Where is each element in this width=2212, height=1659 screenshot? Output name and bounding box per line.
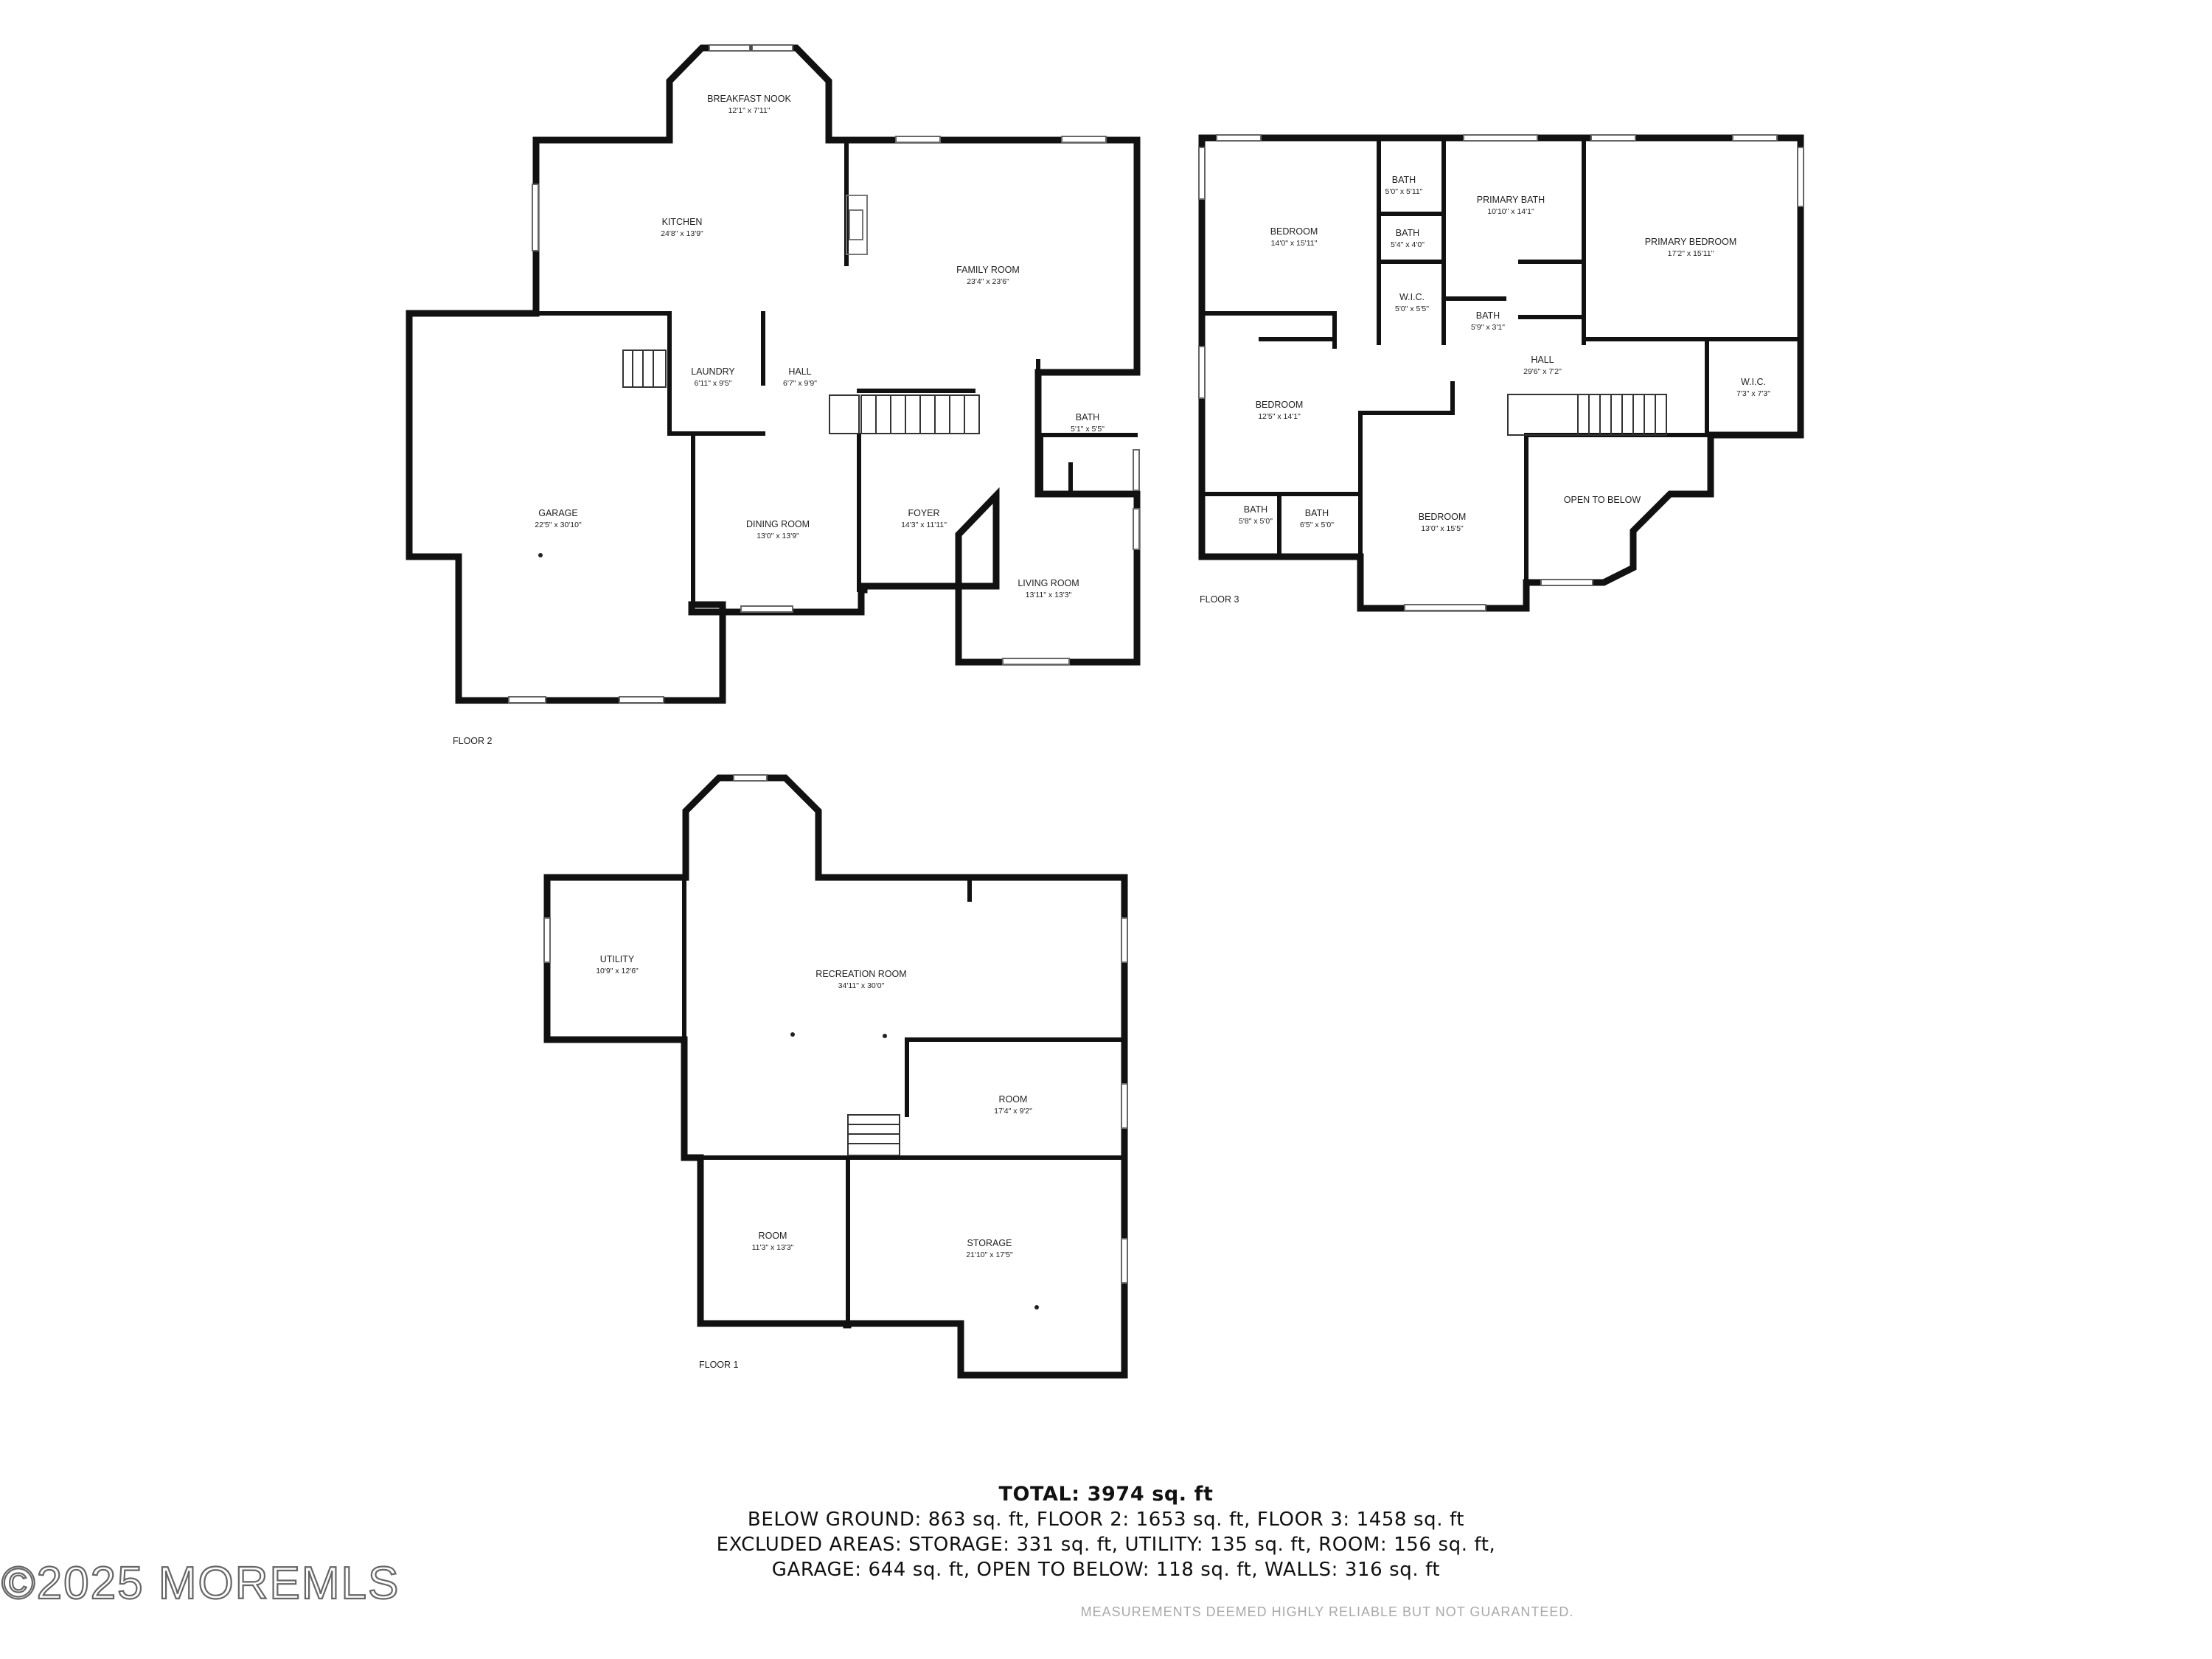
room-dimensions: 6'7" x 9'9" — [783, 379, 817, 388]
room-name: STORAGE — [967, 1238, 1012, 1248]
room-dimensions: 7'3" x 7'3" — [1736, 389, 1770, 398]
floor-1-stairs — [847, 1114, 900, 1156]
room-name: RECREATION ROOM — [815, 969, 906, 979]
room-name: W.I.C. — [1741, 377, 1766, 387]
room-name: BATH — [1244, 504, 1267, 515]
area-breakdown-line: BELOW GROUND: 863 sq. ft, FLOOR 2: 1653 … — [747, 1509, 1465, 1531]
floor-label: FLOOR 1 — [699, 1360, 739, 1370]
room-name: W.I.C. — [1399, 292, 1425, 302]
room-name: GARAGE — [538, 508, 578, 518]
room-name: BEDROOM — [1419, 512, 1467, 522]
floor-2-outer-wall — [406, 44, 1141, 704]
room-name: BATH — [1476, 310, 1500, 321]
room-name: PRIMARY BATH — [1477, 195, 1545, 205]
excluded-areas-line-2: GARAGE: 644 sq. ft, OPEN TO BELOW: 118 s… — [771, 1559, 1441, 1581]
room-name: BEDROOM — [1256, 400, 1304, 410]
room-name: BATH — [1305, 508, 1329, 518]
room-dimensions: 14'0" x 15'11" — [1271, 239, 1318, 248]
room-name: BREAKFAST NOOK — [707, 94, 791, 104]
room-name: HALL — [1531, 355, 1554, 365]
room-dimensions: 12'1" x 7'11" — [728, 106, 771, 115]
room-dimensions: 17'2" x 15'11" — [1668, 249, 1714, 258]
room-dimensions: 6'11" x 9'5" — [695, 379, 732, 388]
room-dimensions: 5'0" x 5'11" — [1385, 187, 1423, 196]
room-dimensions: 23'4" x 23'6" — [967, 277, 1009, 286]
room-dimensions: 5'8" x 5'0" — [1239, 517, 1273, 526]
room-name: UTILITY — [600, 954, 635, 964]
room-name: KITCHEN — [662, 217, 703, 227]
room-name: LAUNDRY — [691, 366, 735, 377]
copyright-watermark: ©2025 MOREMLS — [1, 1557, 400, 1610]
room-name: HALL — [788, 366, 811, 377]
room-name: BEDROOM — [1270, 226, 1318, 237]
floor-3-stairs — [1507, 394, 1667, 436]
room-dimensions: 22'5" x 30'10" — [535, 521, 582, 529]
floor-label: FLOOR 3 — [1200, 594, 1239, 605]
room-dimensions: 13'0" x 15'5" — [1421, 524, 1464, 533]
room-dimensions: 10'9" x 12'6" — [596, 967, 639, 975]
floor-3-outer-wall — [1198, 134, 1804, 612]
floor-2-stairs — [622, 349, 980, 434]
excluded-areas-line: EXCLUDED AREAS: STORAGE: 331 sq. ft, UTI… — [716, 1534, 1496, 1556]
room-dimensions: 11'3" x 13'3" — [752, 1243, 794, 1252]
room-dimensions: 12'5" x 14'1" — [1258, 412, 1301, 421]
room-dimensions: 10'10" x 14'1" — [1487, 207, 1534, 216]
room-dimensions: 5'4" x 4'0" — [1391, 240, 1425, 249]
room-name: ROOM — [759, 1231, 787, 1241]
floor-1-outer-wall — [543, 774, 1128, 1379]
room-name: BATH — [1392, 175, 1416, 185]
room-dimensions: 17'4" x 9'2" — [994, 1107, 1032, 1116]
room-dimensions: 13'11" x 13'3" — [1026, 591, 1072, 599]
room-dimensions: 5'9" x 3'1" — [1471, 323, 1505, 332]
room-name: LIVING ROOM — [1018, 578, 1079, 588]
room-dimensions: 5'1" x 5'5" — [1071, 425, 1105, 434]
room-dimensions: 24'8" x 13'9" — [661, 229, 703, 238]
room-name: FOYER — [908, 508, 939, 518]
room-name: ROOM — [999, 1094, 1028, 1105]
room-dimensions: 34'11" x 30'0" — [838, 981, 885, 990]
room-dimensions: 29'6" x 7'2" — [1523, 367, 1562, 376]
room-name: PRIMARY BEDROOM — [1645, 237, 1737, 247]
disclaimer: MEASUREMENTS DEEMED HIGHLY RELIABLE BUT … — [1080, 1604, 1574, 1619]
room-dimensions: 5'0" x 5'5" — [1395, 305, 1429, 313]
floor-1-plan: UTILITY 10'9" x 12'6" RECREATION ROOM 34… — [543, 774, 1128, 1379]
room-name: DINING ROOM — [746, 519, 810, 529]
floor-2-plan: BREAKFAST NOOK 12'1" x 7'11" KITCHEN 24'… — [406, 44, 1141, 746]
room-name: BATH — [1396, 228, 1419, 238]
room-name: FAMILY ROOM — [956, 265, 1020, 275]
room-name: BATH — [1076, 412, 1099, 422]
floor-label: FLOOR 2 — [453, 736, 493, 746]
room-dimensions: 13'0" x 13'9" — [757, 532, 799, 540]
room-dimensions: 6'5" x 5'0" — [1300, 521, 1334, 529]
room-name: OPEN TO BELOW — [1564, 495, 1641, 505]
total-area: TOTAL: 3974 sq. ft — [998, 1483, 1214, 1506]
floor-3-plan: BEDROOM 14'0" x 15'11" BATH 5'0" x 5'11"… — [1198, 134, 1804, 612]
room-dimensions: 14'3" x 11'11" — [901, 521, 947, 529]
room-dimensions: 21'10" x 17'5" — [966, 1251, 1013, 1259]
